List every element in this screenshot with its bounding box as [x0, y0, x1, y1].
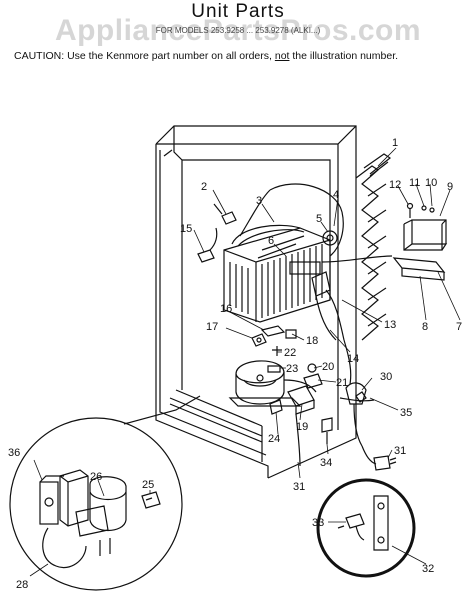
leader-lines [29, 147, 461, 577]
callout-3: 3 [256, 195, 262, 207]
callout-12: 12 [389, 179, 401, 191]
callout-18: 18 [306, 335, 318, 347]
caution-emphasis: not [274, 50, 290, 62]
detail-right-parts [337, 495, 389, 551]
cabinet-outline [155, 125, 357, 479]
callout-22: 22 [284, 347, 296, 359]
callout-1: 1 [392, 137, 398, 149]
callout-26: 26 [90, 471, 102, 483]
relay-overload [287, 373, 323, 467]
callout-35: 35 [400, 407, 412, 419]
part-24-clip [269, 399, 283, 415]
condenser-coil [355, 153, 392, 341]
hardware-parts [251, 325, 317, 373]
callout-11: 11 [409, 177, 420, 189]
callout-15: 15 [180, 223, 192, 235]
callout-21: 21 [336, 377, 348, 389]
callout-34: 34 [320, 457, 332, 469]
callout-13: 13 [384, 319, 396, 331]
callout-30: 30 [380, 371, 392, 383]
callout-16: 16 [220, 303, 232, 315]
part-15-plug [197, 227, 218, 263]
part-34-bracket [321, 417, 333, 444]
callout-36: 36 [8, 447, 20, 459]
caution-prefix: CAUTION: Use the Kenmore part number on … [14, 50, 275, 62]
callout-5: 5 [316, 213, 322, 225]
part-5-fitting [322, 230, 338, 246]
callout-23: 23 [286, 363, 298, 375]
callout-2: 2 [201, 181, 207, 193]
callout-7: 7 [456, 321, 462, 333]
callout-33: 33 [312, 517, 324, 529]
part-8-pad [392, 257, 446, 281]
callout-25: 25 [142, 479, 154, 491]
callout-6: 6 [268, 235, 274, 247]
part-9-bracket [403, 202, 448, 251]
callout-17: 17 [206, 321, 218, 333]
callout-9: 9 [447, 181, 453, 193]
compressor [228, 360, 317, 407]
callout-20: 20 [322, 361, 334, 373]
callout-28: 28 [16, 579, 28, 591]
callout-14: 14 [347, 353, 359, 365]
detail-circle-left [9, 395, 201, 591]
callout-32: 32 [422, 563, 434, 575]
callout-8: 8 [422, 321, 428, 333]
callout-31-right: 31 [394, 445, 406, 457]
callout-labels: 1 2 3 4 5 6 7 8 9 10 11 12 13 14 15 16 1… [8, 137, 462, 591]
evaporator-assembly [223, 227, 331, 323]
model-subtitle: FOR MODELS 253.9258 ... 253.9278 (ALKI..… [155, 26, 321, 35]
callout-4: 4 [333, 189, 339, 201]
part-2-clip [213, 203, 237, 225]
callout-31-lower: 31 [293, 481, 305, 493]
caution-suffix: the illustration number. [289, 50, 399, 62]
refrigerant-tubing [231, 183, 393, 385]
power-cord [339, 382, 397, 471]
page-title: Unit Parts [191, 1, 285, 22]
callout-24: 24 [268, 433, 280, 445]
caution-note: CAUTION: Use the Kenmore part number on … [14, 50, 398, 62]
callout-19: 19 [296, 421, 308, 433]
callout-10: 10 [425, 177, 437, 189]
detail-circle-right [316, 478, 416, 578]
watermark: AppliancePartsPros.com [54, 14, 422, 47]
